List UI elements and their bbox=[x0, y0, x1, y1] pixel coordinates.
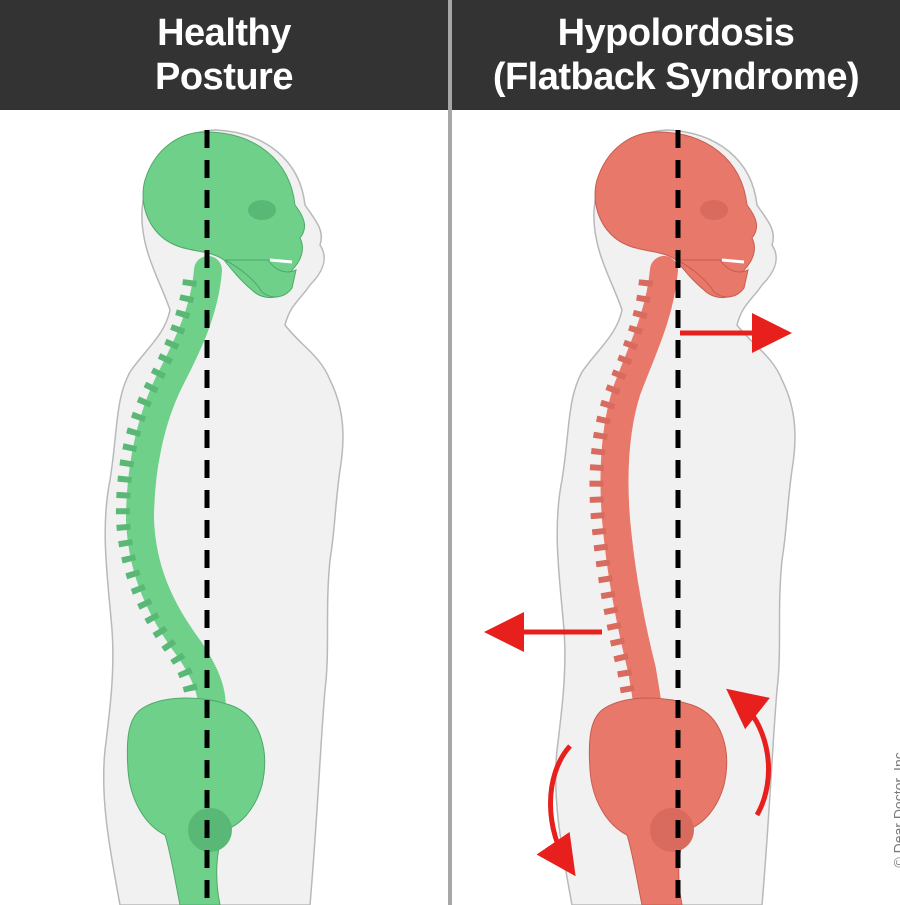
hypolordosis-title-line-2: (Flatback Syndrome) bbox=[492, 56, 860, 98]
spine-processes bbox=[115, 279, 200, 722]
teeth bbox=[721, 258, 745, 264]
eye-socket bbox=[248, 200, 276, 220]
pelvis-rotation-arrow-front bbox=[726, 688, 771, 817]
healthy-posture-header: Healthy Posture bbox=[0, 0, 448, 110]
panel-divider bbox=[448, 0, 452, 905]
healthy-title-line-2: Posture bbox=[155, 56, 293, 98]
hypolordosis-title-line-1: Hypolordosis bbox=[557, 12, 795, 54]
skull bbox=[142, 131, 306, 299]
copyright-text: © Dear Doctor, Inc. bbox=[890, 748, 900, 867]
teeth bbox=[269, 258, 293, 264]
eye-socket bbox=[700, 200, 728, 220]
flatback-skeleton bbox=[588, 131, 758, 905]
hip-joint bbox=[650, 808, 694, 852]
flatback-spine-figure bbox=[484, 129, 796, 905]
healthy-skeleton bbox=[115, 131, 306, 905]
pelvis-rotation-arrow-back bbox=[536, 744, 576, 877]
healthy-spine-figure bbox=[102, 129, 344, 905]
jaw bbox=[224, 259, 297, 298]
spine bbox=[125, 256, 226, 734]
hypolordosis-panel: Hypolordosis (Flatback Syndrome) bbox=[452, 0, 900, 905]
pelvis bbox=[126, 697, 266, 905]
healthy-title-line-1: Healthy bbox=[157, 12, 291, 54]
healthy-posture-panel: Healthy Posture bbox=[0, 0, 448, 905]
hip-joint bbox=[188, 808, 232, 852]
spine bbox=[600, 256, 678, 739]
hypolordosis-header: Hypolordosis (Flatback Syndrome) bbox=[452, 0, 900, 110]
skull bbox=[594, 131, 758, 299]
jaw bbox=[676, 259, 749, 298]
spine-processes bbox=[589, 279, 653, 727]
